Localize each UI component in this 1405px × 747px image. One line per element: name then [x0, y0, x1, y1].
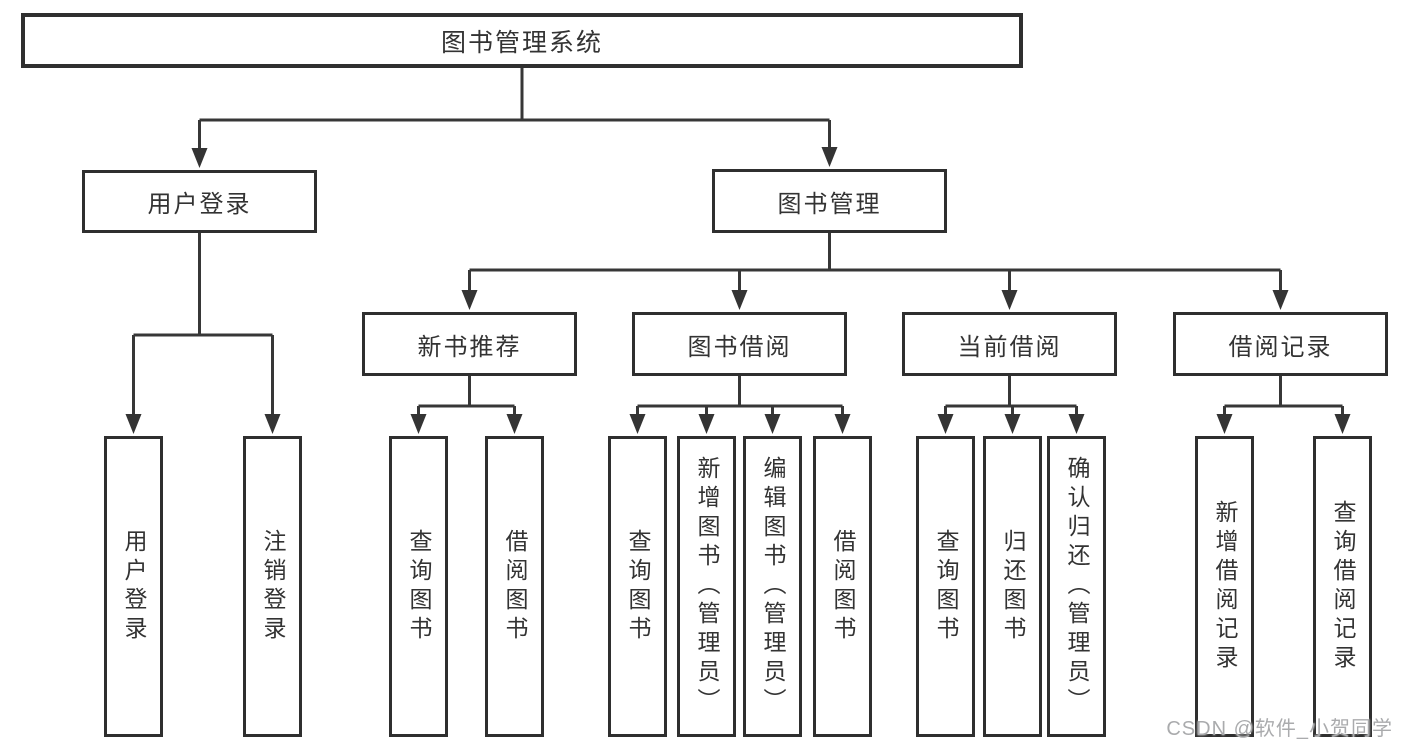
arrowhead-icon [1004, 414, 1021, 434]
node-label: 图书借阅 [687, 333, 792, 361]
leaf-confirm-return-admin: 确认归还（管理员） [1047, 436, 1106, 737]
node-borrow-records: 借阅记录 [1173, 312, 1388, 376]
arrowhead-icon [264, 414, 281, 434]
leaf-edit-book-admin: 编辑图书（管理员） [743, 436, 802, 737]
leaf-label: 编辑图书（管理员） [760, 456, 786, 717]
arrowhead-icon [821, 147, 838, 167]
leaf-label: 新增图书（管理员） [694, 456, 720, 717]
arrowhead-icon [731, 290, 748, 310]
leaf-logout: 注销登录 [243, 436, 302, 737]
leaf-label: 查询借阅记录 [1330, 499, 1356, 674]
arrowhead-icon [191, 148, 208, 168]
node-new-book-recommend: 新书推荐 [362, 312, 577, 376]
leaf-label: 确认归还（管理员） [1064, 456, 1090, 717]
node-label: 新书推荐 [417, 333, 522, 361]
node-label: 当前借阅 [957, 333, 1062, 361]
leaf-borrow-books: 借阅图书 [485, 436, 544, 737]
arrowhead-icon [1068, 414, 1085, 434]
node-library-management-system: 图书管理系统 [21, 13, 1023, 68]
node-current-borrow: 当前借阅 [902, 312, 1117, 376]
leaf-label: 归还图书 [1000, 528, 1026, 645]
leaf-label: 查询图书 [933, 528, 959, 645]
arrowhead-icon [1272, 290, 1289, 310]
node-book-borrow: 图书借阅 [632, 312, 847, 376]
leaf-label: 注销登录 [260, 528, 286, 645]
node-label: 借阅记录 [1228, 333, 1333, 361]
arrowhead-icon [629, 414, 646, 434]
leaf-label: 借阅图书 [502, 528, 528, 645]
arrowhead-icon [698, 414, 715, 434]
arrowhead-icon [125, 414, 142, 434]
leaf-label: 新增借阅记录 [1212, 499, 1238, 674]
leaf-return-book: 归还图书 [983, 436, 1042, 737]
arrowhead-icon [1334, 414, 1351, 434]
arrowhead-icon [461, 290, 478, 310]
leaf-label: 查询图书 [625, 528, 651, 645]
node-label: 用户登录 [147, 191, 252, 218]
leaf-user-login: 用户登录 [104, 436, 163, 737]
leaf-query-books: 查询图书 [916, 436, 975, 737]
leaf-label: 查询图书 [406, 528, 432, 645]
watermark: CSDN @软件_小贺同学 [1166, 718, 1393, 740]
leaf-label: 借阅图书 [830, 528, 856, 645]
arrowhead-icon [764, 414, 781, 434]
leaf-label: 用户登录 [121, 528, 147, 645]
leaf-borrow-books: 借阅图书 [813, 436, 872, 737]
leaf-query-borrow-record: 查询借阅记录 [1313, 436, 1372, 737]
node-user-login: 用户登录 [82, 170, 317, 233]
arrowhead-icon [1216, 414, 1233, 434]
leaf-add-borrow-record: 新增借阅记录 [1195, 436, 1254, 737]
arrowhead-icon [506, 414, 523, 434]
node-book-management: 图书管理 [712, 169, 947, 233]
arrowhead-icon [1001, 290, 1018, 310]
node-label: 图书管理系统 [440, 28, 603, 57]
arrowhead-icon [834, 414, 851, 434]
leaf-query-books: 查询图书 [389, 436, 448, 737]
arrowhead-icon [937, 414, 954, 434]
node-label: 图书管理 [777, 190, 882, 218]
arrowhead-icon [410, 414, 427, 434]
leaf-add-book-admin: 新增图书（管理员） [677, 436, 736, 737]
leaf-query-books: 查询图书 [608, 436, 667, 737]
